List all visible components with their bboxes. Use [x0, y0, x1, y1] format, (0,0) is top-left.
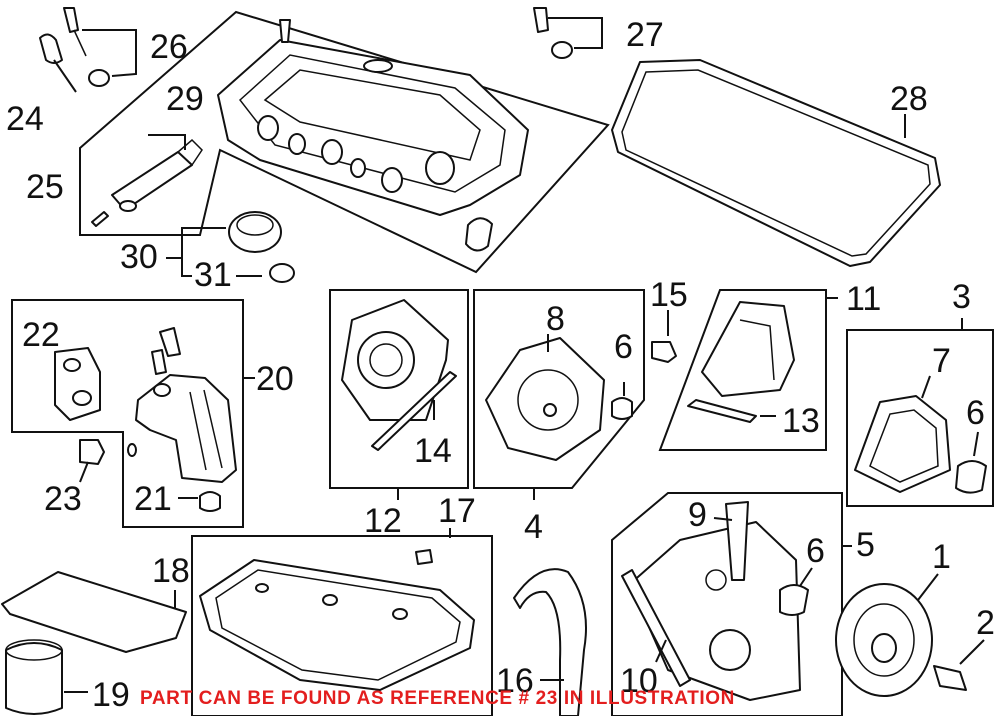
callout-10: 10: [620, 662, 658, 700]
callout-31: 31: [194, 256, 232, 294]
callout-9: 9: [688, 496, 707, 534]
callout-29: 29: [166, 80, 204, 118]
filler-cap-seal: [269, 263, 295, 283]
callout-2: 2: [976, 604, 995, 642]
callout-4: 4: [524, 508, 543, 546]
bolt-25: [91, 211, 109, 227]
pump-oring: [127, 443, 137, 457]
water-pump: [485, 337, 605, 461]
callout-20: 20: [256, 360, 294, 398]
callout-14: 14: [414, 432, 452, 470]
oil-pan: [199, 559, 475, 691]
dowel-pin: [151, 349, 167, 375]
bracket-14: [371, 371, 457, 451]
callout-19: 19: [92, 676, 130, 714]
oil-filter: [5, 639, 63, 715]
callout-13: 13: [782, 402, 820, 440]
pump-bolt: [159, 327, 181, 357]
crankshaft-pulley: [835, 583, 933, 697]
dipstick-tube-parts: [63, 7, 137, 87]
cover-bolt-parts: [533, 7, 603, 59]
callout-16: 16: [496, 662, 534, 700]
callout-6c: 6: [806, 532, 825, 570]
callout-27: 27: [626, 16, 664, 54]
timing-belt: [513, 568, 587, 716]
callout-23: 23: [44, 480, 82, 518]
valve-cover-gasket: [611, 59, 941, 267]
callout-5: 5: [856, 526, 875, 564]
callout-26: 26: [150, 28, 188, 66]
oil-filler-cap: [228, 211, 282, 253]
callout-24: 24: [6, 100, 44, 138]
callout-18: 18: [152, 552, 190, 590]
callout-8: 8: [546, 300, 565, 338]
callout-11: 11: [846, 280, 881, 318]
stud-15: [651, 341, 677, 363]
callout-7: 7: [932, 342, 951, 380]
gasket-6c: [779, 584, 809, 616]
oil-dipstick: [39, 33, 77, 93]
callout-6a: 6: [614, 328, 633, 366]
pulley-bolt: [933, 665, 967, 691]
seal-9: [725, 501, 749, 581]
callout-22: 22: [22, 316, 60, 354]
callout-25: 25: [26, 168, 64, 206]
upper-timing-cover-outline: [658, 289, 827, 451]
pressure-switch-23: [79, 439, 105, 465]
callout-21: 21: [134, 480, 172, 518]
reference-notice: PART CAN BE FOUND AS REFERENCE # 23 IN I…: [140, 688, 736, 709]
oil-pump-group-outline: [11, 299, 244, 528]
lower-timing-cover-outline: [611, 492, 843, 716]
oil-pump-gasket: [54, 347, 101, 421]
callout-1: 1: [932, 538, 951, 576]
oil-baffle-18: [1, 571, 187, 653]
gasket-6b: [955, 460, 987, 494]
side-cover-group-outline: [846, 329, 994, 507]
oil-pump: [135, 374, 237, 483]
valve-cover-group-outline: [79, 10, 610, 274]
drain-plug: [415, 549, 433, 565]
rear-oil-seal-retainer: [341, 299, 449, 421]
callout-12: 12: [364, 502, 402, 540]
callout-28: 28: [890, 80, 928, 118]
oil-pump-plug-21: [199, 491, 221, 512]
callout-30: 30: [120, 238, 158, 276]
pcv-valve: [111, 134, 203, 212]
side-cover: [854, 395, 951, 493]
seal-13: [687, 399, 757, 423]
upper-timing-cover: [701, 301, 795, 397]
water-pump-group-outline: [473, 289, 645, 489]
callout-15: 15: [650, 276, 688, 314]
callout-3: 3: [952, 278, 971, 316]
callout-17: 17: [438, 492, 476, 530]
callout-6b: 6: [966, 394, 985, 432]
gasket-6a: [611, 397, 633, 420]
oil-pan-group-outline: [191, 535, 493, 716]
valve-cover: [217, 19, 529, 252]
